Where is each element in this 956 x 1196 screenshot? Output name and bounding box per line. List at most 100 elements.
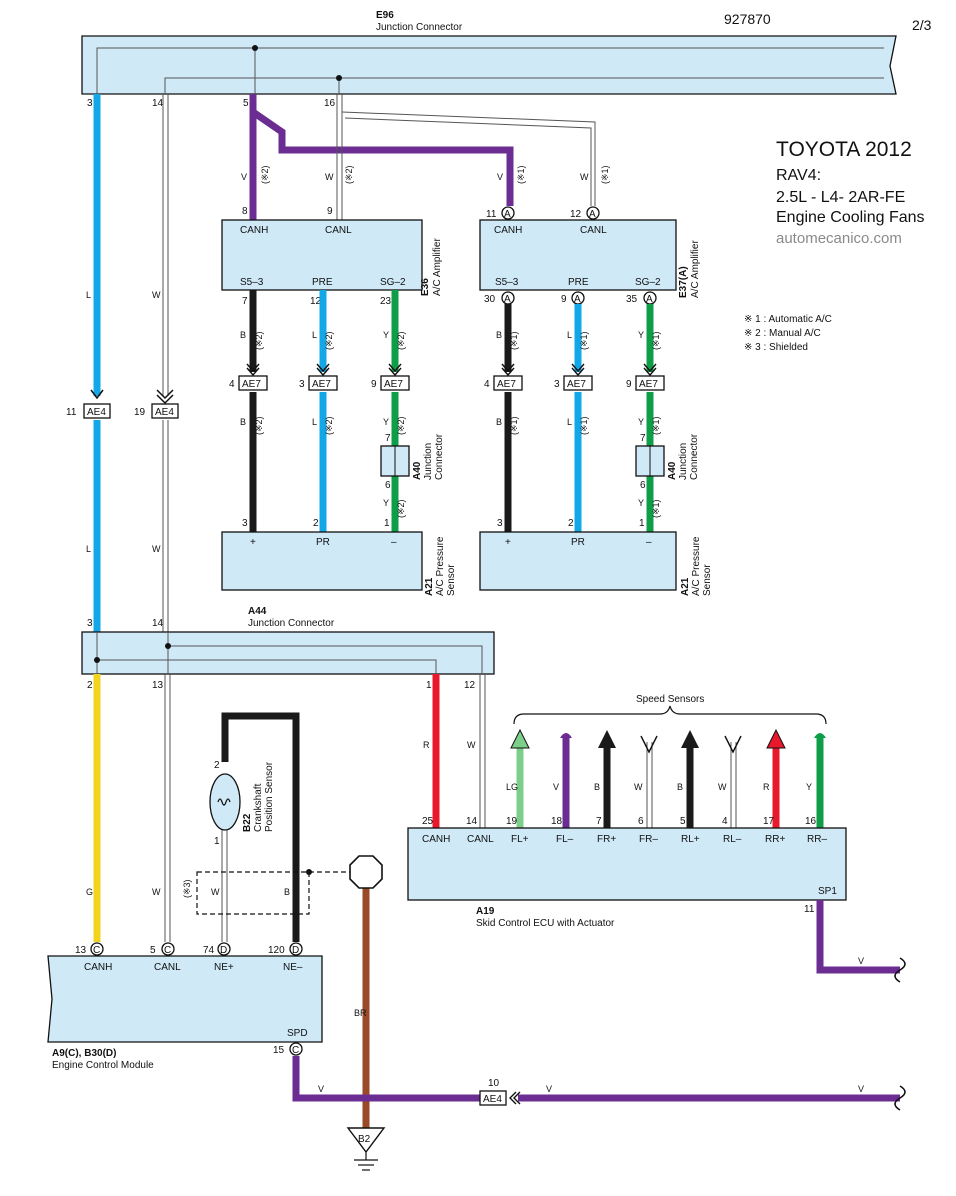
a21-left-code: A21 bbox=[424, 577, 435, 596]
b22-pin-2: 2 bbox=[214, 760, 220, 771]
a21-right-name2: Sensor bbox=[702, 564, 713, 596]
a40-left-pin-6: 6 bbox=[385, 480, 391, 491]
ae7-label-6: AE7 bbox=[639, 379, 658, 390]
ae4-label-spd: AE4 bbox=[483, 1094, 502, 1105]
a19-pin-7: 7 bbox=[596, 816, 602, 827]
a19-pin-19: 19 bbox=[506, 816, 518, 827]
wl-lg: LG bbox=[506, 782, 518, 792]
a19-name: Skid Control ECU with Actuator bbox=[476, 918, 615, 929]
wire-label-l-2: L bbox=[86, 544, 91, 554]
a19-pin-5: 5 bbox=[680, 816, 686, 827]
ae7-pin-9b: 9 bbox=[626, 379, 632, 390]
wl-l-e37-low: L bbox=[567, 417, 572, 427]
ecm-name: Engine Control Module bbox=[52, 1060, 154, 1071]
a21-pressure-sensor-right bbox=[479, 531, 677, 591]
a44-name: Junction Connector bbox=[248, 618, 335, 629]
a40-right-pin-6: 6 bbox=[640, 480, 646, 491]
wl-br: BR bbox=[354, 1008, 367, 1018]
note-12: (※1) bbox=[579, 416, 589, 435]
a19-pin-25: 25 bbox=[422, 816, 434, 827]
a19-pin-6: 6 bbox=[638, 816, 644, 827]
legend-note-2: ※ 2 : Manual A/C bbox=[744, 328, 821, 339]
ae7-connectors bbox=[246, 363, 657, 377]
wl-v-fl: V bbox=[553, 782, 559, 792]
wl-b-e37-up: B bbox=[496, 330, 502, 340]
wire-v-sp1 bbox=[816, 900, 900, 974]
a19-term-rr-minus: RR– bbox=[807, 834, 827, 845]
a19-term-rl-plus: RL+ bbox=[681, 834, 700, 845]
a19-pin-17: 17 bbox=[763, 816, 775, 827]
note-e37-canl: (※1) bbox=[600, 165, 610, 184]
a21-right-term-pr: PR bbox=[571, 537, 585, 548]
note-e36-canl: (※2) bbox=[344, 165, 354, 184]
ecm-letter-4: D bbox=[292, 945, 299, 956]
a19-term-canl: CANL bbox=[467, 834, 494, 845]
e36-term-s5-3: S5–3 bbox=[240, 277, 264, 288]
ae7-label-3: AE7 bbox=[384, 379, 403, 390]
wl-b-e36-low: B bbox=[240, 417, 246, 427]
ae7-pin-3a: 3 bbox=[299, 379, 305, 390]
e37-pin-9: 9 bbox=[561, 294, 567, 305]
e96-connector-box bbox=[81, 35, 897, 95]
shield-ground-octagon bbox=[349, 855, 383, 889]
e36-name: A/C Amplifier bbox=[432, 238, 443, 296]
a19-pin-18: 18 bbox=[551, 816, 563, 827]
e37-term-s5-3: S5–3 bbox=[495, 277, 519, 288]
b22-code: B22 bbox=[242, 813, 253, 832]
ae4-pin-11: 11 bbox=[66, 407, 77, 418]
a21-left-name1: A/C Pressure bbox=[435, 536, 446, 596]
a19-term-fr-plus: FR+ bbox=[597, 834, 616, 845]
title-model: RAV4: bbox=[776, 167, 821, 184]
ae7-label-5: AE7 bbox=[567, 379, 586, 390]
b22-name1: Crankshaft bbox=[253, 783, 264, 832]
e96-code: E96 bbox=[376, 10, 394, 21]
ae7-pin-9a: 9 bbox=[371, 379, 377, 390]
note-2: (※2) bbox=[324, 331, 334, 350]
e36-term-sg-2: SG–2 bbox=[380, 277, 406, 288]
note-9: (※1) bbox=[579, 331, 589, 350]
a44-pin-top-3: 3 bbox=[87, 618, 93, 629]
wl-r-a19: R bbox=[423, 740, 430, 750]
a19-term-fl-plus: FL+ bbox=[511, 834, 529, 845]
a40-left-name2: Connector bbox=[434, 433, 445, 480]
ae7-pin-4a: 4 bbox=[229, 379, 235, 390]
ecm-letter-1: C bbox=[93, 945, 100, 956]
ae7-label-4: AE7 bbox=[497, 379, 516, 390]
a21-left-term-plus: + bbox=[250, 537, 256, 548]
wl-g-e36-up: Y bbox=[383, 330, 389, 340]
wl-v-spd-1: V bbox=[318, 1084, 324, 1094]
wire-v-can bbox=[249, 94, 514, 206]
a21-right-pin-2: 2 bbox=[568, 518, 574, 529]
a19-terminals: CANH CANL FL+ FL– FR+ FR– RL+ RL– RR+ RR… bbox=[422, 834, 837, 897]
e36-pin-23: 23 bbox=[380, 296, 392, 307]
e37-pin-letter-5: A bbox=[646, 294, 653, 305]
wl-b-e36-up: B bbox=[240, 330, 246, 340]
e36-pin-8: 8 bbox=[242, 206, 248, 217]
note-13: (※1) bbox=[651, 416, 661, 435]
a21-right-pin-3: 3 bbox=[497, 518, 503, 529]
e37-pin-letter-3: A bbox=[504, 294, 511, 305]
e37-sensor-wires bbox=[504, 304, 654, 532]
e37-pin-letter-2: A bbox=[589, 209, 596, 220]
a44-pin-1: 1 bbox=[426, 680, 432, 691]
a44-pin-12: 12 bbox=[464, 680, 476, 691]
note-3: (※2) bbox=[396, 331, 406, 350]
a19-term-canh: CANH bbox=[422, 834, 450, 845]
e37-name: A/C Amplifier bbox=[690, 240, 701, 298]
wire-label-w-1: W bbox=[152, 290, 161, 300]
a40-right-code: A40 bbox=[667, 461, 678, 480]
e37-pin-letter-4: A bbox=[574, 294, 581, 305]
b22-crankshaft-sensor bbox=[209, 773, 241, 831]
a40-right-name2: Connector bbox=[689, 433, 700, 480]
wl-g-e36-low: Y bbox=[383, 498, 389, 508]
wl-w-a19: W bbox=[467, 740, 476, 750]
ecm-code: A9(C), B30(D) bbox=[52, 1048, 116, 1059]
ae4-connector-l bbox=[83, 403, 111, 419]
e36-code: E36 bbox=[420, 278, 431, 296]
wl-v-sp1: V bbox=[858, 956, 864, 966]
ecm-term-canh: CANH bbox=[84, 962, 112, 973]
diagram-code: 927870 bbox=[724, 11, 771, 27]
b22-name2: Position Sensor bbox=[264, 761, 275, 832]
e37-term-canl: CANL bbox=[580, 225, 607, 236]
wl-w-ne: W bbox=[211, 887, 220, 897]
